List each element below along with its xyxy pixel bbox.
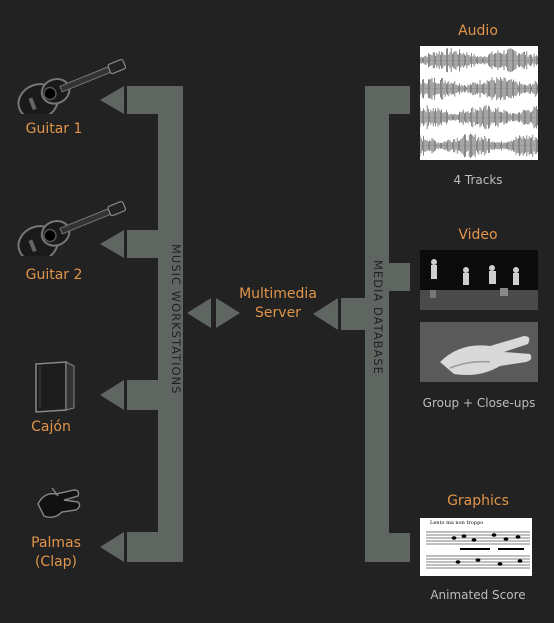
graphics-caption: Animated Score	[430, 588, 526, 602]
clap-hand-icon	[37, 487, 81, 519]
audio-waveform-thumbnail	[420, 46, 538, 160]
arrow-to-guitar-2	[100, 230, 124, 258]
server-line-1: Multimedia	[239, 286, 317, 302]
score-thumbnail: Lento ma non troppo	[420, 518, 532, 576]
palmas-label: Palmas (Clap)	[12, 534, 100, 572]
database-branch-audio	[389, 86, 410, 114]
palmas-label-line2: (Clap)	[34, 554, 78, 570]
guitar-icon	[17, 200, 127, 256]
sheet-music-image	[426, 531, 530, 569]
workstation-branch-3	[127, 380, 158, 410]
audio-caption: 4 Tracks	[453, 173, 503, 187]
video-group-thumbnail	[420, 250, 538, 310]
arrow-to-cajon	[100, 380, 124, 410]
workstations-bar	[158, 86, 183, 562]
cajon-label: Cajón	[31, 419, 71, 435]
waveform-track	[420, 77, 538, 101]
database-label: MEDIA DATABASE	[371, 260, 385, 375]
workstations-label: MUSIC WORKSTATIONS	[169, 244, 183, 395]
waveform-tracks	[420, 48, 538, 158]
database-branch-video	[389, 263, 410, 291]
multimedia-server-label: Multimedia Server	[230, 285, 326, 323]
workstation-branch-2	[127, 230, 158, 258]
arrow-workstations-to-server	[216, 298, 240, 328]
instrument-palmas	[34, 484, 84, 524]
database-branch-graphics	[389, 533, 410, 562]
arrow-to-palmas	[100, 532, 124, 562]
guitar-2-label: Guitar 2	[25, 267, 83, 283]
database-branch-server	[341, 298, 365, 330]
instrument-guitar-1	[6, 44, 134, 114]
workstation-branch-4	[127, 532, 158, 562]
workstation-branch-1	[127, 86, 158, 114]
instrument-guitar-2	[6, 186, 134, 256]
audio-title: Audio	[458, 23, 498, 39]
palmas-label-line1: Palmas	[31, 535, 81, 551]
arrow-database-to-server	[313, 298, 338, 330]
waveform-track	[420, 105, 538, 130]
stage-performers-image	[420, 259, 538, 310]
video-caption: Group + Close-ups	[422, 396, 536, 410]
server-line-2: Server	[255, 305, 301, 321]
arrow-to-guitar-1	[100, 86, 124, 114]
waveform-track	[420, 48, 538, 73]
database-bar	[365, 86, 389, 562]
video-closeup-thumbnail	[420, 322, 538, 382]
graphics-title: Graphics	[447, 493, 509, 509]
guitar-icon	[17, 58, 127, 114]
waveform-track	[420, 133, 538, 158]
clapping-hands-image	[440, 336, 532, 375]
instrument-cajon	[30, 358, 80, 416]
guitar-1-label: Guitar 1	[25, 121, 83, 137]
cajon-icon	[35, 361, 75, 413]
video-title: Video	[458, 227, 498, 243]
score-tempo-marking: Lento ma non troppo	[430, 520, 484, 526]
arrow-server-to-workstations	[187, 298, 211, 328]
